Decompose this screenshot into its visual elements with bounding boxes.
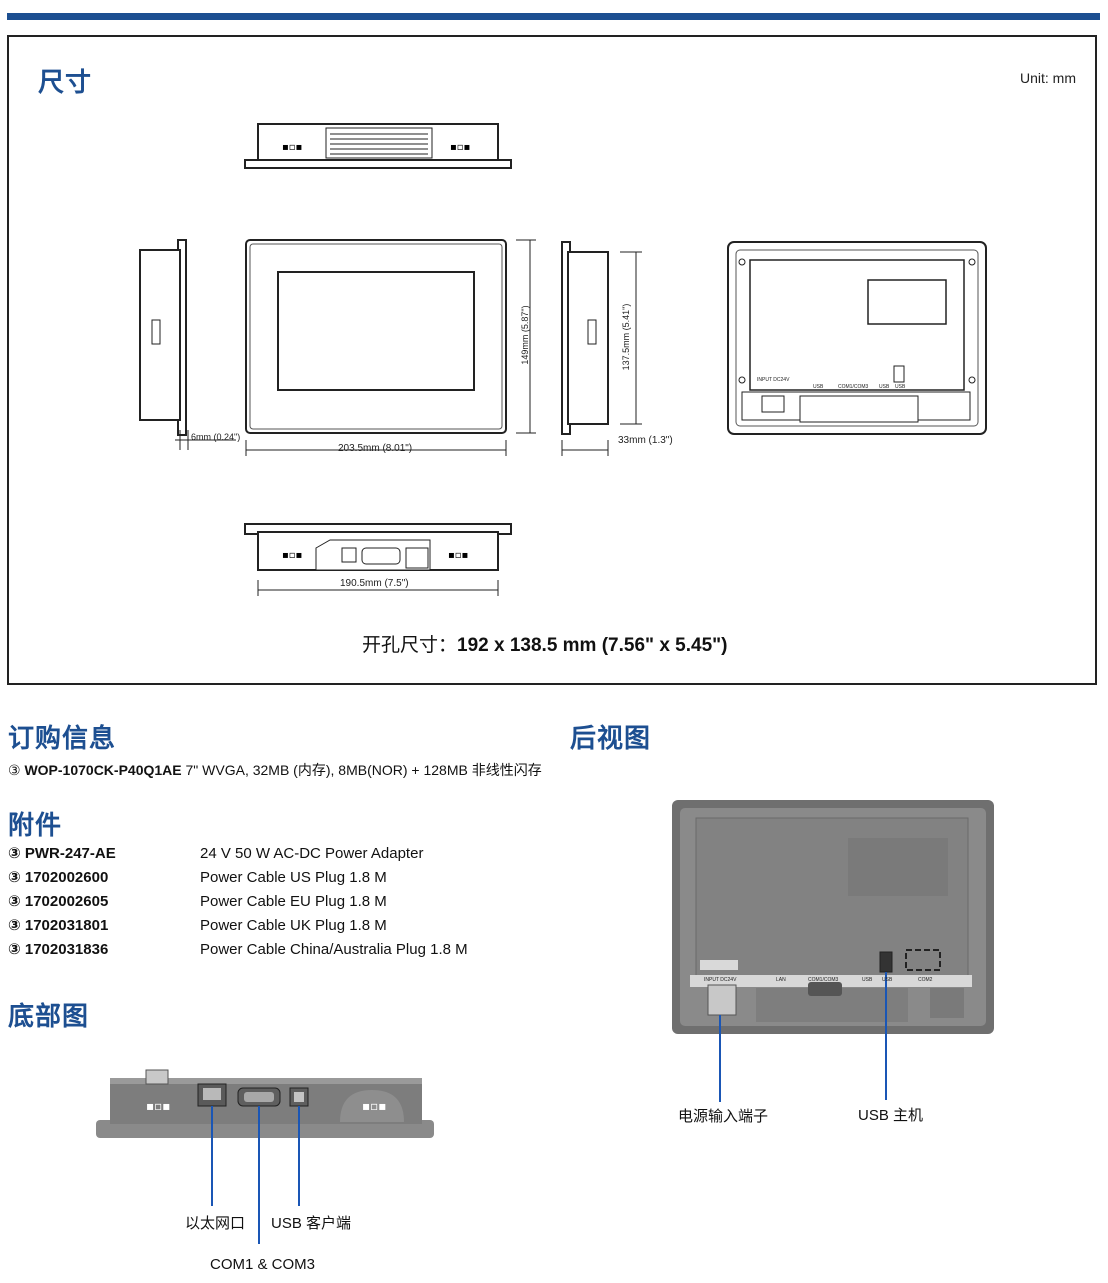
ordering-code: WOP-1070CK-P40Q1AE — [24, 762, 182, 778]
accessory-code: ③ PWR-247-AE — [8, 845, 116, 862]
svg-text:▪▫▪: ▪▫▪ — [146, 1099, 170, 1113]
usb-client-label: USB 客户端 — [271, 1215, 352, 1232]
accessory-code: ③ 1702002600 — [8, 869, 109, 886]
rear-view-line-drawing — [727, 241, 987, 435]
svg-text:▪▫▪: ▪▫▪ — [362, 1099, 386, 1113]
right-side-view-drawing — [561, 241, 642, 456]
rear-label-power: INPUT DC24V — [757, 377, 790, 383]
accessory-code: ③ 1702031836 — [8, 941, 109, 958]
rear-label-usb3: USB — [895, 384, 906, 390]
rear-photo-label-com: COM1/COM3 — [808, 977, 839, 983]
usb-host-label: USB 主机 — [858, 1107, 924, 1124]
accessory-desc: Power Cable US Plug 1.8 M — [200, 869, 387, 886]
rear-label-usb2: USB — [879, 384, 890, 390]
depth-small-label: 6mm (0.24") — [191, 432, 241, 442]
accessory-code: ③ 1702002605 — [8, 893, 109, 910]
accessory-desc: Power Cable UK Plug 1.8 M — [200, 917, 387, 934]
bottom-width-label: 190.5mm (7.5") — [340, 578, 409, 589]
ethernet-port-label: 以太网口 — [185, 1215, 246, 1232]
bottom-view-title: 底部图 — [8, 1001, 90, 1031]
front-view-drawing — [245, 239, 536, 456]
accessory-desc: Power Cable EU Plug 1.8 M — [200, 893, 387, 910]
svg-text:▪▫▪: ▪▫▪ — [448, 550, 468, 561]
cutout-prefix: 开孔尺寸： — [362, 635, 458, 656]
cutout-size: 开孔尺寸：192 x 138.5 mm (7.56" x 5.45") — [362, 630, 728, 657]
ordering-bullet: ③ — [8, 762, 21, 778]
rear-photo-label-usb1: USB — [862, 977, 873, 983]
rear-photo-label-com2: COM2 — [918, 977, 933, 983]
accessory-row: ③ 1702031801 Power Cable UK Plug 1.8 M — [8, 916, 387, 934]
side-depth-label: 33mm (1.3") — [618, 435, 673, 446]
svg-text:▪▫▪: ▪▫▪ — [450, 142, 470, 153]
rear-view-title: 后视图 — [570, 723, 652, 753]
cutout-value: 192 x 138.5 mm (7.56" x 5.45") — [457, 635, 728, 656]
accessory-row: ③ PWR-247-AE 24 V 50 W AC-DC Power Adapte… — [8, 844, 423, 862]
left-side-view-drawing — [139, 239, 236, 450]
accessory-desc: Power Cable China/Australia Plug 1.8 M — [200, 941, 468, 958]
accessory-code: ③ 1702031801 — [8, 917, 109, 934]
rear-photo-label-lan: LAN — [776, 977, 786, 983]
power-input-label: 电源输入端子 — [678, 1108, 769, 1125]
svg-text:▪▫▪: ▪▫▪ — [282, 550, 302, 561]
dimensions-section — [7, 35, 1097, 685]
ordering-item: ③ WOP-1070CK-P40Q1AE 7" WVGA, 32MB (内存),… — [8, 760, 542, 780]
dimensions-title: 尺寸 — [38, 67, 93, 97]
rear-device-photo — [672, 800, 994, 1102]
accessory-row: ③ 1702002600 Power Cable US Plug 1.8 M — [8, 868, 387, 886]
bottom-device-photo: ▪▫▪ ▪▫▪ — [96, 1069, 434, 1244]
rear-label-usb1: USB — [813, 384, 824, 390]
bottom-view-drawing: ▪▫▪ ▪▫▪ — [244, 523, 512, 596]
front-width-label: 203.5mm (8.01") — [338, 443, 413, 454]
ordering-title: 订购信息 — [8, 723, 117, 753]
com-port-label: COM1 & COM3 — [210, 1256, 316, 1273]
accessories-title: 附件 — [8, 810, 63, 840]
top-view-drawing: ▪▫▪ ▪▫▪ — [244, 123, 512, 169]
unit-label: Unit: mm — [1020, 70, 1076, 86]
rear-photo-label-usb2: USB — [882, 977, 893, 983]
accessory-row: ③ 1702031836 Power Cable China/Australia … — [8, 940, 468, 958]
rear-photo-label-power: INPUT DC24V — [704, 977, 737, 983]
svg-text:▪▫▪: ▪▫▪ — [282, 142, 302, 153]
accessory-row: ③ 1702002605 Power Cable EU Plug 1.8 M — [8, 892, 387, 910]
accessory-desc: 24 V 50 W AC-DC Power Adapter — [200, 845, 424, 862]
rear-label-com: COM1/COM3 — [838, 384, 869, 390]
top-accent-bar — [7, 13, 1100, 20]
ordering-description: 7" WVGA, 32MB (内存), 8MB(NOR) + 128MB 非线性… — [185, 762, 542, 778]
